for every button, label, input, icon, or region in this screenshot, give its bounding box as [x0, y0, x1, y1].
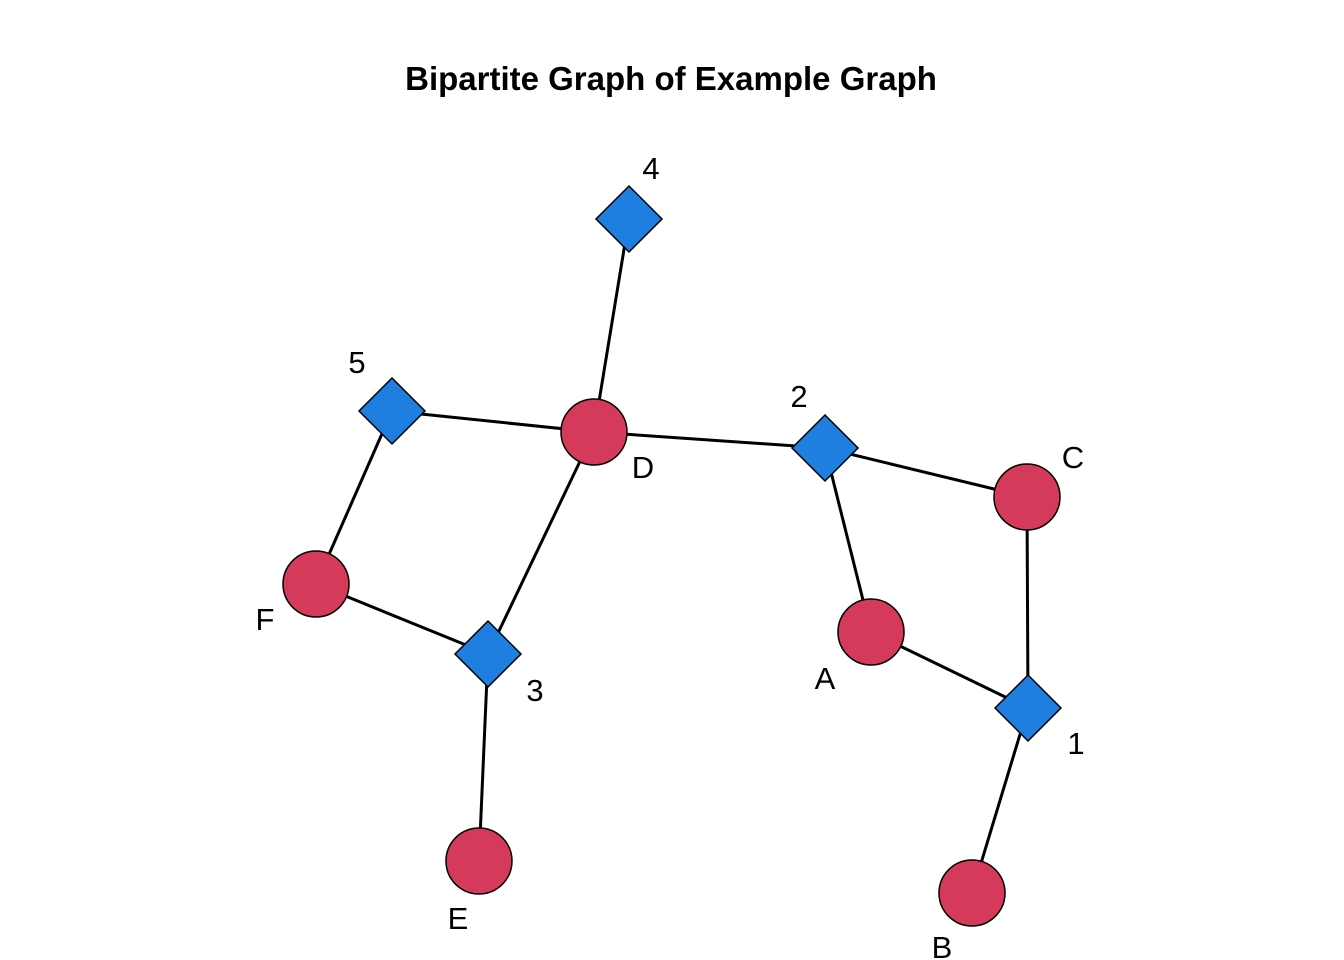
node-label-B: B	[932, 930, 953, 960]
node-D	[560, 398, 628, 466]
edge-D-3	[486, 431, 596, 655]
node-E	[445, 827, 513, 895]
node-5	[357, 376, 427, 446]
node-label-C: C	[1062, 440, 1084, 475]
node-4	[594, 184, 664, 254]
node-B	[938, 859, 1006, 927]
edge-C-1	[1025, 496, 1030, 709]
edge-3-E	[477, 653, 490, 862]
labels-layer: A B C D E F 1 2 3 4 5	[256, 151, 1085, 960]
node-1	[993, 673, 1063, 743]
node-label-D: D	[632, 450, 654, 485]
node-3	[453, 619, 523, 689]
nodes-layer	[282, 184, 1063, 927]
edge-5-D	[391, 409, 595, 434]
node-label-A: A	[815, 661, 836, 696]
node-A	[837, 598, 905, 666]
node-label-3: 3	[526, 673, 543, 708]
edge-4-D	[592, 218, 631, 433]
node-label-2: 2	[790, 379, 807, 414]
node-label-E: E	[448, 901, 469, 936]
node-label-1: 1	[1067, 726, 1084, 761]
graph-title: Bipartite Graph of Example Graph	[405, 60, 937, 97]
edge-D-2	[593, 430, 826, 450]
edge-2-C	[824, 446, 1028, 499]
node-2	[790, 413, 860, 483]
edges-layer	[314, 218, 1030, 894]
node-label-4: 4	[642, 151, 659, 186]
node-label-F: F	[256, 602, 275, 637]
node-C	[993, 463, 1061, 531]
node-F	[282, 550, 350, 618]
node-label-5: 5	[348, 345, 365, 380]
